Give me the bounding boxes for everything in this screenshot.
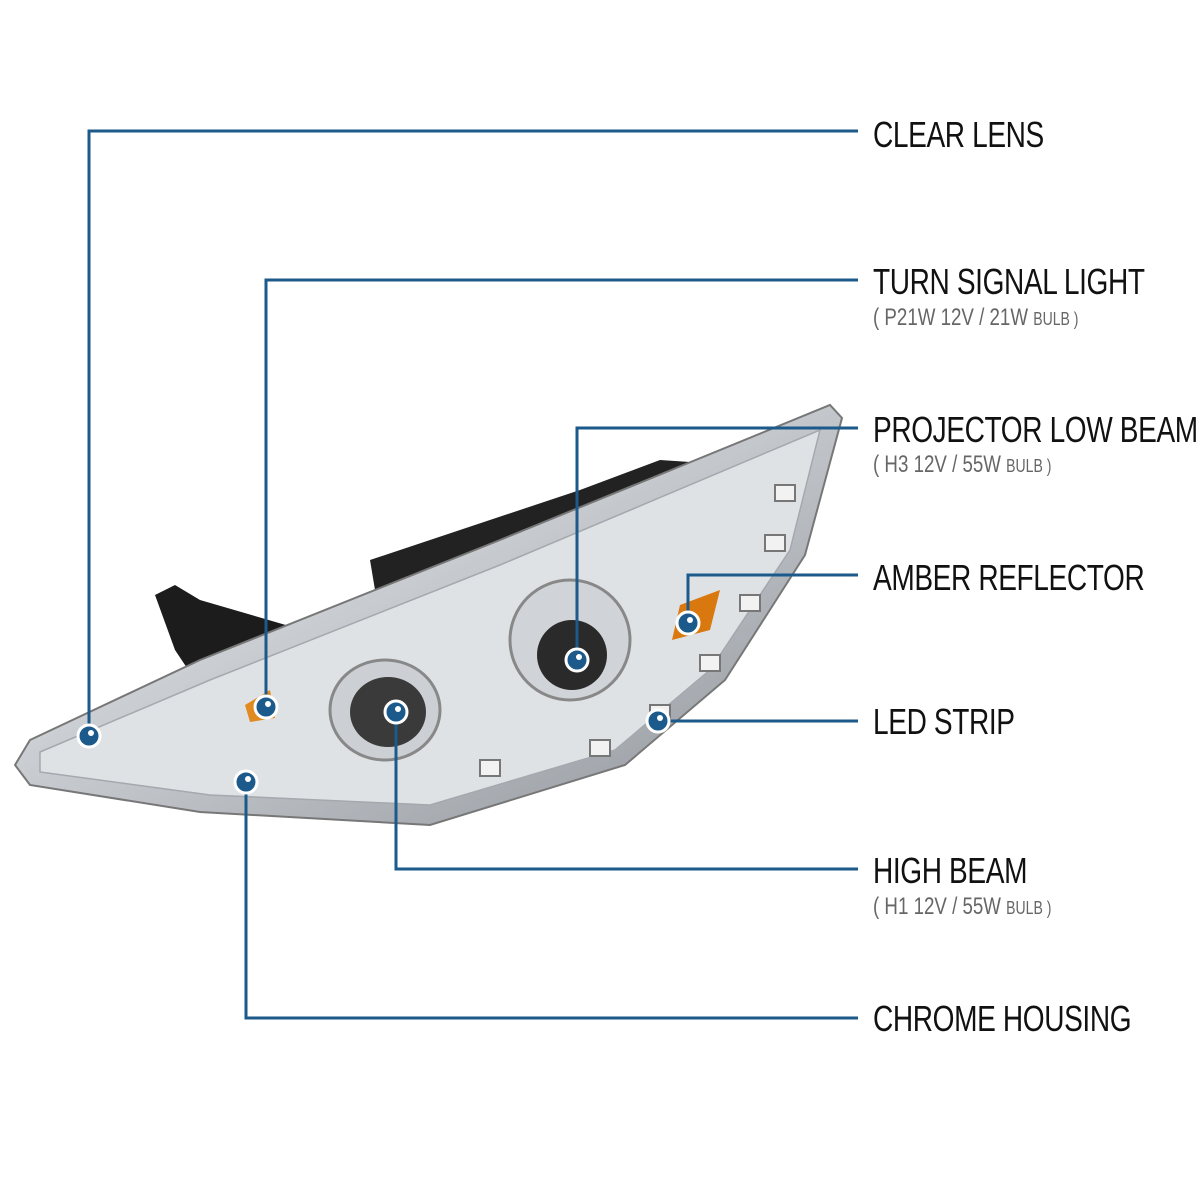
callout-dots bbox=[76, 610, 701, 795]
label-turn-signal-light: TURN SIGNAL LIGHT bbox=[873, 261, 1145, 302]
spec-high-beam: ( H1 12V / 55W BULB ) bbox=[873, 895, 1051, 920]
dot-clear-lens bbox=[76, 723, 102, 749]
turn-signal-line bbox=[264, 278, 858, 707]
callout-lines bbox=[87, 129, 858, 1020]
spec-text: ( H3 12V / 55W bbox=[873, 451, 1001, 478]
spec-unit: BULB ) bbox=[1033, 309, 1079, 329]
dot-amber-reflector bbox=[675, 610, 701, 636]
spec-text: ( P21W 12V / 21W bbox=[873, 304, 1029, 331]
label-led-strip: LED STRIP bbox=[873, 701, 1015, 742]
chrome-housing-line bbox=[244, 782, 858, 1020]
spec-projector-low-beam: ( H3 12V / 55W BULB ) bbox=[873, 453, 1051, 478]
label-high-beam: HIGH BEAM bbox=[873, 850, 1028, 891]
spec-unit: BULB ) bbox=[1006, 456, 1052, 476]
amber-reflector-line bbox=[686, 573, 858, 623]
low-beam-line bbox=[575, 426, 858, 660]
label-projector-low-beam: PROJECTOR LOW BEAM bbox=[873, 409, 1198, 450]
clear-lens-line bbox=[87, 129, 858, 736]
label-chrome-housing: CHROME HOUSING bbox=[873, 998, 1132, 1039]
dot-turn-signal bbox=[253, 694, 279, 720]
dot-low-beam bbox=[564, 647, 590, 673]
label-amber-reflector: AMBER REFLECTOR bbox=[873, 557, 1145, 598]
led-strip-shape bbox=[479, 484, 796, 777]
dot-chrome-housing bbox=[233, 769, 259, 795]
label-clear-lens: CLEAR LENS bbox=[873, 114, 1044, 155]
high-beam-line bbox=[394, 712, 858, 871]
spec-text: ( H1 12V / 55W bbox=[873, 893, 1001, 920]
spec-turn-signal-light: ( P21W 12V / 21W BULB ) bbox=[873, 306, 1078, 331]
dot-led-strip bbox=[645, 708, 671, 734]
dot-high-beam bbox=[383, 699, 409, 725]
headlight-image bbox=[13, 403, 844, 827]
spec-unit: BULB ) bbox=[1006, 898, 1052, 918]
